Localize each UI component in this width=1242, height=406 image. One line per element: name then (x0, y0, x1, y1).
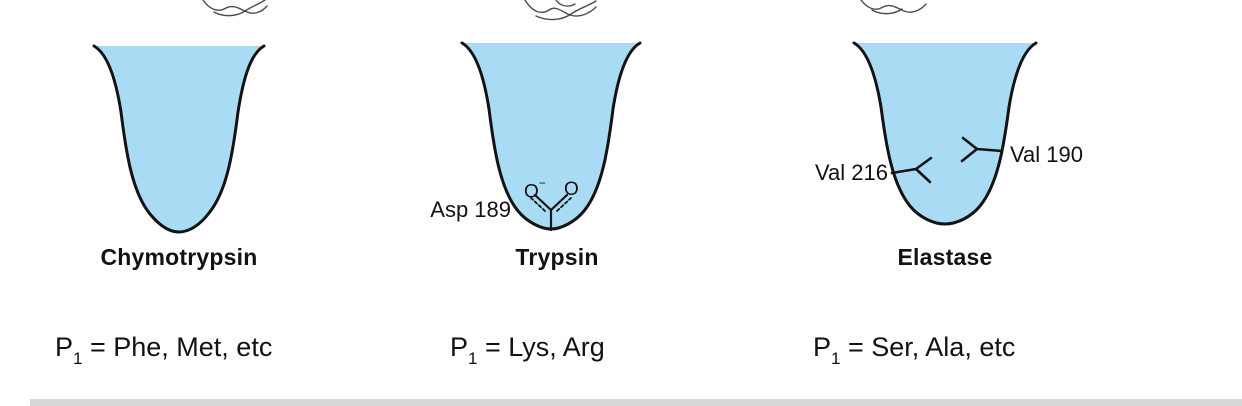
p1-residues: = Ser, Ala, etc (840, 332, 1016, 362)
carboxylate-oxygen-right: O (564, 179, 579, 201)
elastase-label: Elastase (897, 244, 993, 270)
p1-symbol: P (450, 332, 469, 362)
val-190-label: Val 190 (1010, 142, 1083, 167)
p1-residues: = Phe, Met, etc (82, 332, 273, 362)
valine-190-sidechain (960, 136, 1004, 163)
oxygen-right-symbol: O (564, 179, 579, 200)
asp-189-label: Asp 189 (430, 197, 511, 222)
trypsin-pocket-fill (462, 43, 640, 229)
oxygen-left-symbol: O (524, 181, 539, 203)
negative-charge: − (538, 176, 546, 190)
carboxylate-oxygen-left: O− (524, 176, 546, 203)
elastase-pocket-fill (854, 43, 1036, 224)
chymotrypsin-pocket-fill (94, 46, 264, 232)
bottom-edge-bar (30, 399, 1242, 406)
trypsin-specificity: P1 = Lys, Arg (450, 332, 605, 369)
trypsin-label: Trypsin (515, 244, 599, 270)
surface-squiggle-chymotrypsin (202, 0, 268, 17)
p1-subscript: 1 (468, 349, 478, 369)
surface-squiggle-trypsin (524, 0, 597, 21)
elastase-specificity: P1 = Ser, Ala, etc (813, 332, 1016, 369)
p1-symbol: P (813, 332, 832, 362)
p1-subscript: 1 (73, 349, 83, 369)
elastase-pocket (852, 41, 1038, 226)
valine-216-sidechain (890, 156, 933, 184)
trypsin-pocket (460, 41, 642, 232)
chymotrypsin-specificity: P1 = Phe, Met, etc (55, 332, 273, 369)
chymotrypsin-label: Chymotrypsin (100, 244, 258, 270)
chymotrypsin-pocket-outline (92, 44, 266, 234)
elastase-pocket-outline (852, 41, 1038, 226)
surface-squiggle-elastase (860, 0, 927, 15)
val-216-label: Val 216 (815, 160, 888, 185)
chymotrypsin-pocket (92, 44, 266, 234)
carboxylate-group (530, 193, 572, 232)
p1-subscript: 1 (831, 349, 841, 369)
p1-residues: = Lys, Arg (477, 332, 605, 362)
p1-symbol: P (55, 332, 74, 362)
